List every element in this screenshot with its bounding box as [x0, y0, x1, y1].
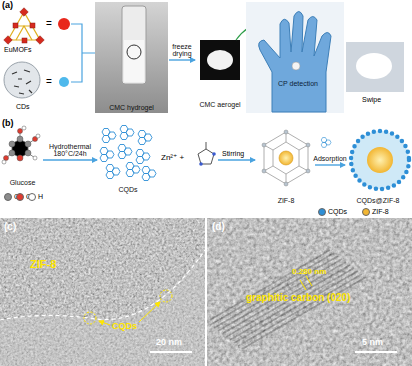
figure-label: (a): [2, 1, 13, 11]
legend-swatch: [362, 208, 370, 216]
legend-text: H: [38, 193, 43, 201]
image-panel: CQDs: [98, 125, 158, 195]
figure-label: CQDs: [112, 322, 137, 332]
figure-label: Stirring: [222, 150, 244, 158]
figure-label: graphitic carbon (020): [246, 292, 350, 303]
legend-entry: CQDs: [318, 208, 347, 216]
figure-label: 0.280 nm: [292, 268, 326, 277]
legend-text: CQDs: [328, 208, 347, 216]
figure-label: EuMOFs: [4, 46, 32, 54]
image-panel: CMC aerogel: [196, 36, 244, 110]
arrow-label: Hydrothermal 180°C/24h: [41, 143, 99, 158]
figure-label: =: [46, 18, 52, 29]
legend-swatch: [318, 208, 326, 216]
arrow-label: freeze drying: [167, 43, 197, 58]
figure-label: (b): [2, 119, 14, 129]
image-panel: CQDs@ZIF-8: [346, 122, 410, 206]
process-arrow: [315, 164, 345, 165]
node-label: CQDs@ZIF-8: [357, 197, 400, 205]
legend-swatch: [28, 193, 36, 201]
legend-swatch: [16, 193, 24, 201]
figure-label: Zn²⁺ +: [161, 154, 184, 163]
figure-label: =: [46, 76, 52, 87]
image-panel: ZIF-8: [258, 125, 314, 206]
legend-entry: ZIF-8: [362, 208, 389, 216]
figure-label: (c): [4, 221, 16, 232]
figure-label: CDs: [16, 103, 30, 111]
figure-label: CP detection: [278, 80, 318, 88]
arrow-label: Adsorption: [313, 155, 346, 163]
figure-label: ZIF-8: [30, 258, 56, 270]
figure-label: (d): [212, 221, 225, 232]
node-label: Glucose: [10, 179, 36, 187]
node-label: CMC hydrogel: [109, 104, 154, 112]
node-label: CQDs: [118, 186, 137, 194]
legend-entry: H: [28, 193, 43, 201]
legend-swatch: [4, 193, 12, 201]
node-label: CMC aerogel: [199, 101, 240, 109]
image-panel: Glucose: [3, 125, 42, 188]
node-label: ZIF-8: [278, 197, 295, 205]
image-panel: CMC hydrogel: [95, 2, 168, 113]
process-arrow: [43, 159, 97, 160]
process-arrow: [169, 59, 195, 60]
figure-label: Swipe: [362, 96, 381, 104]
figure-label: 5 nm: [362, 338, 383, 348]
legend-text: ZIF-8: [372, 208, 389, 216]
figure-label: 20 nm: [156, 338, 182, 348]
